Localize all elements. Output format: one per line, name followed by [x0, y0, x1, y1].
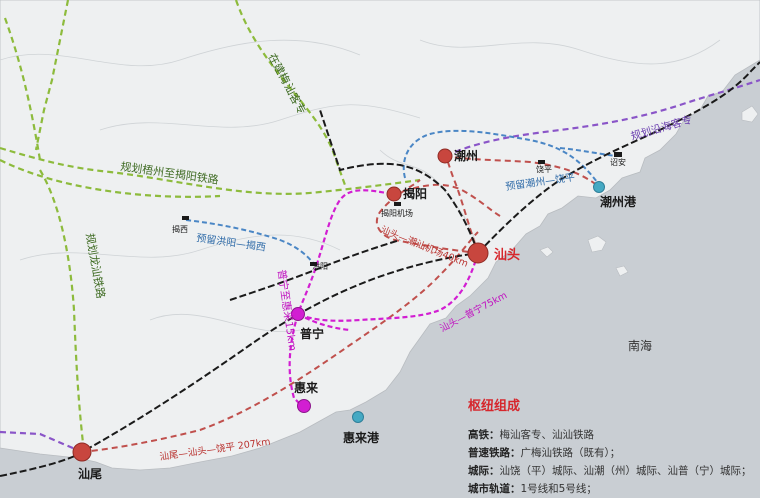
- station-marker-zhaoan: [614, 152, 622, 157]
- label-raoping: 饶平: [536, 164, 552, 174]
- line-shantou-chaozhou: [444, 155, 479, 254]
- label-south-sea: 南海: [628, 338, 652, 353]
- line-west-hs: [229, 239, 401, 301]
- label-shantou: 汕头: [494, 247, 520, 263]
- intercity-red-lines: [81, 155, 599, 453]
- line-wuzhou-jieyang: [0, 146, 421, 195]
- label-chaozhou: 潮州: [454, 148, 478, 163]
- city-marker-puning: [291, 307, 305, 321]
- legend-row-urban-rail: 城市轨道：1号线和5号线；: [468, 480, 758, 498]
- legend-value: 梅汕客专、汕汕铁路: [499, 429, 595, 441]
- legend-row-highspeed: 高铁：梅汕客专、汕汕铁路: [468, 426, 758, 444]
- legend-value: 1号线和5号线；: [520, 483, 597, 495]
- city-marker-shantou: [467, 242, 489, 264]
- island: [587, 235, 607, 253]
- line-coastal-hs: [477, 61, 760, 254]
- legend-key: 城际：: [468, 465, 500, 477]
- label-shanwei: 汕尾: [78, 466, 102, 481]
- label-hongyang: 洪阳: [312, 261, 328, 271]
- city-marker-huilai: [297, 399, 311, 413]
- legend-title: 枢纽组成: [468, 399, 521, 414]
- line-shanshan: [0, 252, 479, 477]
- city-marker-jieyang: [386, 186, 402, 202]
- line-meishan-main: [319, 109, 479, 254]
- label-chaozhou-port: 潮州港: [600, 194, 637, 209]
- legend-key: 城市轨道：: [468, 483, 521, 495]
- label-jiexi: 揭西: [172, 224, 188, 234]
- legend-row-conventional: 普速铁路：广梅汕铁路（既有）；: [468, 444, 758, 462]
- highspeed-lines: [0, 61, 760, 477]
- line-shantou-puning: [297, 252, 480, 322]
- port-marker-chaozhou: [593, 181, 605, 193]
- line-meishan: [234, 0, 347, 186]
- line-puning-huilai: [288, 313, 303, 407]
- station-marker-raoping: [538, 160, 545, 164]
- label-zhaoan: 诏安: [610, 157, 626, 167]
- line-north-ext: [34, 0, 70, 151]
- label-huilai: 惠来: [294, 380, 319, 395]
- line-chaozhou-zhaoan: [559, 147, 617, 157]
- island: [615, 265, 629, 277]
- hub-legend: 枢纽组成 高铁：梅汕客专、汕汕铁路 普速铁路：广梅汕铁路（既有）； 城际：汕饶（…: [468, 395, 758, 498]
- legend-value: 汕饶（平）城际、汕潮（州）城际、汕普（宁）城际；: [499, 465, 752, 477]
- station-marker-airport: [394, 202, 401, 206]
- legend-key: 高铁：: [468, 429, 500, 441]
- line-shanwei-raoping: [81, 231, 479, 453]
- legend-key: 普速铁路：: [468, 447, 521, 459]
- station-marker-jiexi: [182, 216, 189, 220]
- planned-green-lines: [0, 0, 421, 453]
- station-markers: [182, 152, 622, 266]
- line-hongyang-jiexi: [185, 219, 315, 265]
- label-puning: 普宁: [300, 326, 324, 341]
- legend-value: 广梅汕铁路（既有）；: [520, 447, 621, 459]
- city-marker-shanwei: [72, 442, 92, 462]
- line-raoping-link: [444, 155, 599, 187]
- line-north-ext-2: [3, 17, 42, 161]
- line-chaozhou-raoping: [402, 129, 601, 187]
- station-marker-hongyang: [310, 262, 317, 266]
- line-jieyang-puning: [296, 189, 393, 315]
- label-jieyang: 揭阳: [403, 186, 427, 201]
- port-marker-huilai: [352, 411, 364, 423]
- line-longshan: [39, 169, 86, 453]
- reserved-blue-lines: [185, 129, 617, 265]
- terrain-lines: [0, 39, 721, 332]
- planned-coastal-line: [0, 78, 760, 454]
- city-marker-chaozhou: [437, 148, 453, 164]
- line-jieyang-loop: [393, 183, 501, 217]
- land-area: [0, 0, 760, 471]
- label-jieyang-airport: 揭阳机场: [381, 208, 413, 218]
- island: [539, 246, 554, 258]
- legend-row-intercity: 城际：汕饶（平）城际、汕潮（州）城际、汕普（宁）城际；: [468, 462, 758, 480]
- line-wuzhou-jieyang-branch: [0, 159, 221, 198]
- island: [741, 105, 759, 123]
- label-huilai-port: 惠来港: [343, 430, 380, 445]
